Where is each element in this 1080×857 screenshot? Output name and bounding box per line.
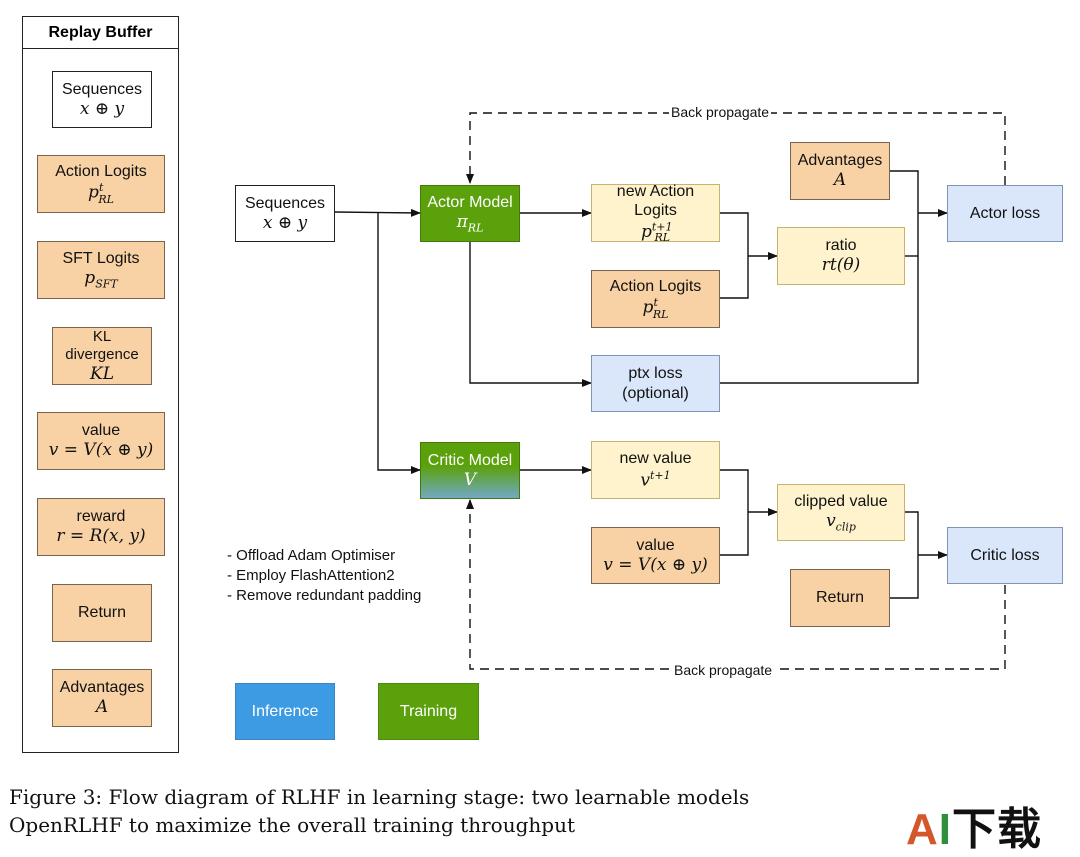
backprop-top [466,112,1006,185]
actor-loss-node: Actor loss [947,185,1063,242]
edge-actor-ptx [469,242,592,387]
ratio-node: ratio rt(θ) [777,227,905,285]
edge-values-clipped [720,469,749,556]
edge-logits-ratio [720,212,749,299]
optimization-notes: - Offload Adam Optimiser - Employ FlashA… [227,547,422,604]
legend-training: Training [378,683,479,740]
edge-sequences-critic [377,212,421,474]
rb-kl-divergence: KL divergence KL [52,327,152,385]
rb-advantages: Advantages A [52,669,152,727]
action-logits-node: Action Logits ptRL [591,270,720,328]
clipped-value-node: clipped value vclip [777,484,905,541]
new-value-node: new value vt+1 [591,441,720,499]
critic-loss-node: Critic loss [947,527,1063,584]
rb-reward: reward r = R(x, y) [37,498,165,556]
ptx-loss-node: ptx loss (optional) [591,355,720,412]
sequences-node: Sequences x ⊕ y [235,185,335,242]
value-node: value v = V(x ⊕ y) [591,527,720,584]
legend-inference: Inference [235,683,335,740]
advantages-node: Advantages A [790,142,890,200]
replay-buffer-title: Replay Buffer [23,17,178,49]
rb-sequences: Sequences x ⊕ y [52,71,152,128]
rb-action-logits: Action Logits ptRL [37,155,165,213]
edge-to-actor-loss [720,170,919,384]
watermark-logo: AI下载 [906,805,1043,854]
actor-model-node: Actor Model πRL [420,185,520,242]
backprop-bottom [466,499,1006,670]
back-propagate-bottom-label: Back propagate [672,662,775,678]
return-node: Return [790,569,890,627]
new-action-logits-node: new Action Logits pt+1RL [591,183,720,244]
figure-caption: Figure 3: Flow diagram of RLHF in learni… [9,785,750,837]
rb-value: value v = V(x ⊕ y) [37,412,165,470]
rb-return: Return [52,584,152,642]
rb-sft-logits: SFT Logits pSFT [37,241,165,299]
critic-model-node: Critic Model V [420,442,520,499]
back-propagate-top-label: Back propagate [669,104,772,120]
